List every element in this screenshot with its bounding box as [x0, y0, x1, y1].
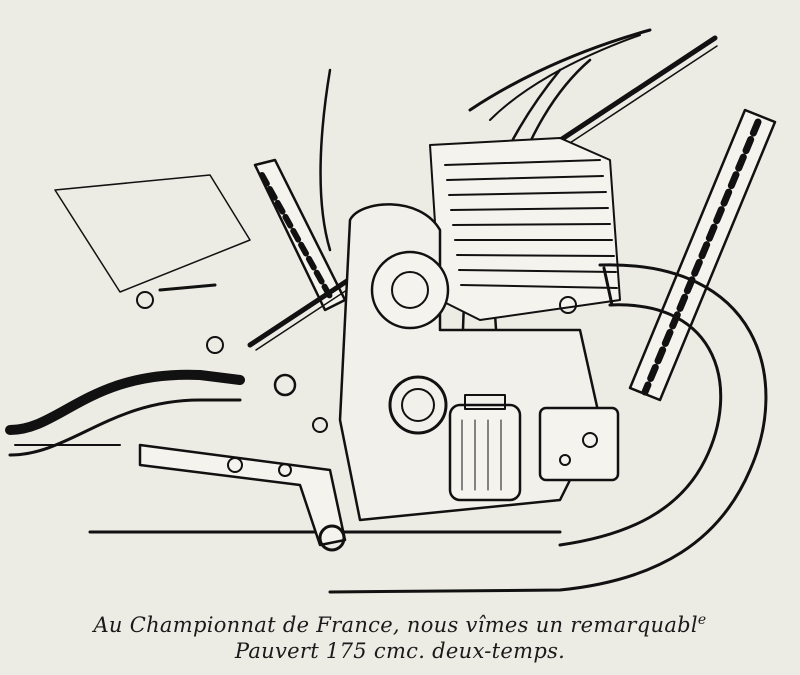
- magneto-cover: [370, 250, 450, 330]
- caption-line-2: Pauvert 175 cmc. deux-temps.: [234, 639, 566, 663]
- gear-pedal: [138, 443, 347, 547]
- figure-caption: Au Championnat de France, nous vîmes un …: [0, 612, 800, 672]
- cylinder-head: [429, 137, 621, 321]
- caption-superscript: e: [697, 612, 707, 628]
- exhaust-pipe: [328, 263, 768, 594]
- float-chamber: [538, 406, 620, 482]
- fitting-nut: [136, 291, 154, 309]
- caption-line-1: Au Championnat de France, nous vîmes un …: [93, 612, 707, 637]
- cable-bundle: [468, 28, 652, 112]
- rear-frame-panel: [54, 174, 251, 293]
- carburettor: [448, 403, 522, 502]
- engine-illustration: [5, 28, 777, 594]
- intake-bellmouth: [388, 375, 448, 435]
- lower-frame-tube: [5, 369, 245, 435]
